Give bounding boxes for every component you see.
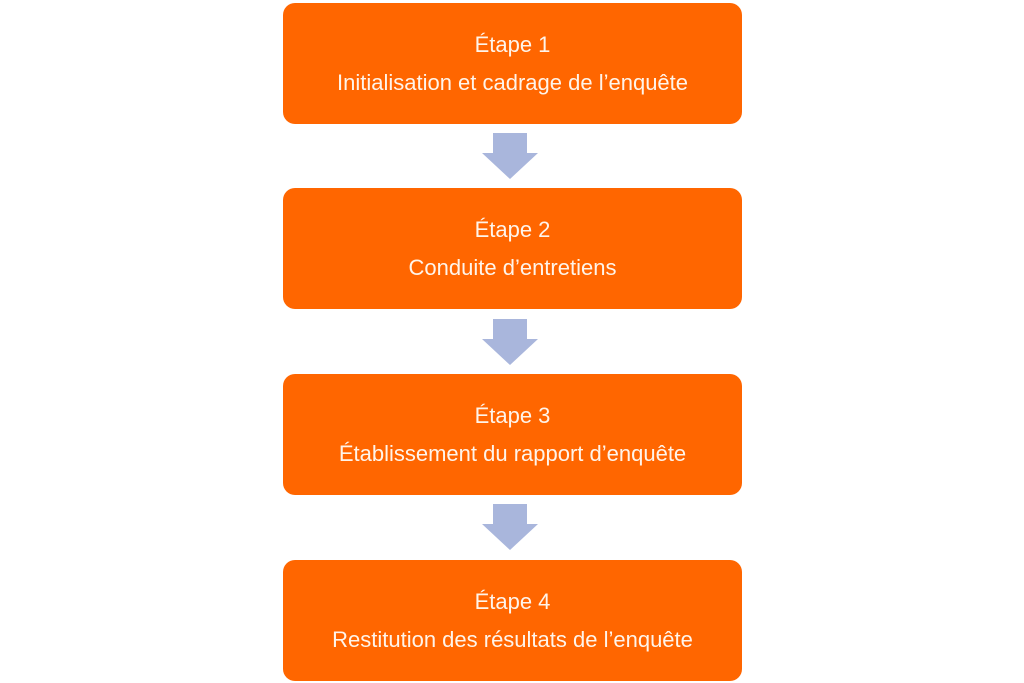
step-label: Restitution des résultats de l’enquête bbox=[332, 626, 693, 652]
step-title: Étape 1 bbox=[474, 31, 551, 57]
step-label: Conduite d’entretiens bbox=[408, 254, 617, 280]
step-box-3: Étape 3 Établissement du rapport d’enquê… bbox=[283, 374, 742, 495]
step-label: Établissement du rapport d’enquête bbox=[338, 440, 687, 466]
arrow-down-icon bbox=[482, 133, 538, 179]
step-box-4: Étape 4 Restitution des résultats de l’e… bbox=[283, 560, 742, 681]
step-box-2: Étape 2 Conduite d’entretiens bbox=[283, 188, 742, 309]
step-box-1: Étape 1 Initialisation et cadrage de l’e… bbox=[283, 3, 742, 124]
arrow-down-icon bbox=[482, 319, 538, 365]
step-label: Initialisation et cadrage de l’enquête bbox=[336, 69, 689, 95]
step-title: Étape 4 bbox=[474, 588, 551, 614]
step-title: Étape 3 bbox=[474, 402, 551, 428]
arrow-down-icon bbox=[482, 504, 538, 550]
step-title: Étape 2 bbox=[474, 216, 551, 242]
